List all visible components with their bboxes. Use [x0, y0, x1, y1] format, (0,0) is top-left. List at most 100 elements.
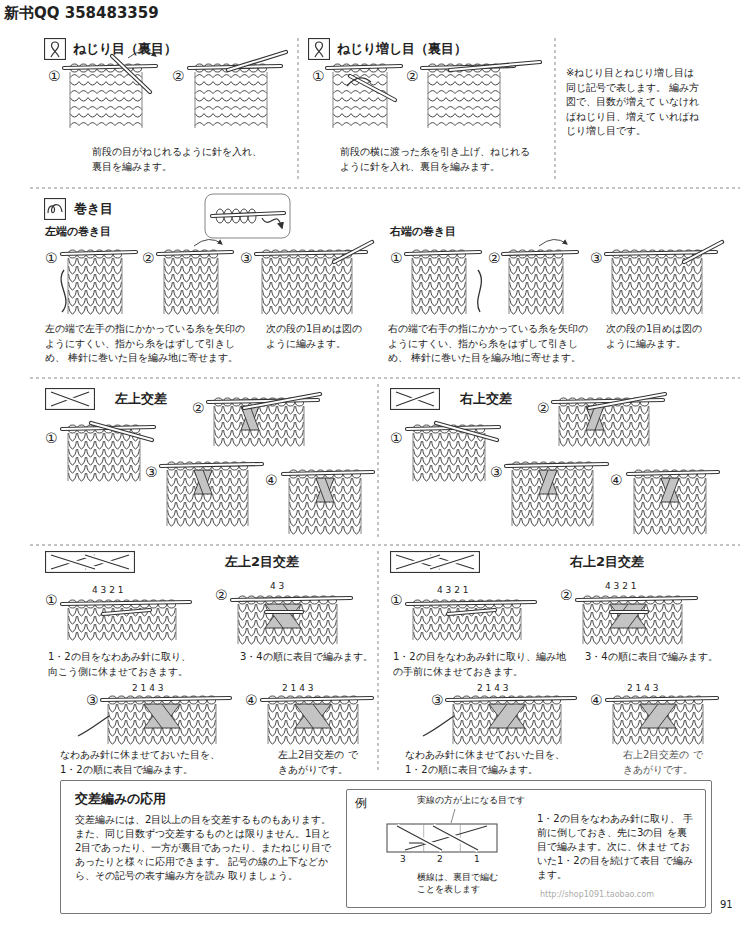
knitting-needle	[244, 394, 320, 408]
knit-fabric	[164, 258, 218, 314]
knitting-needle	[436, 423, 497, 440]
knitting-needle	[158, 252, 232, 254]
knitting-needle	[684, 242, 722, 262]
symbol-frame	[46, 552, 135, 573]
section-title: ねじり目（裏目）	[73, 40, 177, 58]
section-heading: 巻き目	[44, 198, 113, 220]
step-number: ①	[45, 248, 58, 268]
cross-line-halo	[430, 555, 474, 569]
knitting-needle	[62, 602, 190, 604]
knitting-needle	[208, 400, 318, 402]
step-number: ②	[142, 248, 155, 268]
stitch-illustration	[78, 696, 230, 744]
symbol-frame	[391, 389, 440, 410]
stitch-illustration	[232, 596, 351, 644]
body-text: 1・2の目をなわあみ針に取り、 手前に倒しておき、先に3の目 を裏目で編みます。…	[537, 812, 695, 882]
arrow	[194, 239, 222, 246]
crossed-stitch	[489, 704, 525, 728]
knitting-needle	[553, 400, 663, 402]
fabric-edge	[428, 72, 500, 128]
crossed-stitch	[539, 470, 557, 494]
knit-fabric	[634, 478, 706, 534]
knit-stitches	[414, 608, 521, 640]
section-heading: 右上交差	[390, 388, 512, 410]
knitting-needle	[334, 242, 372, 262]
note-text: ※ねじり目とねじり増し目は 同じ記号で表します。 編み方図で、目数が増えて いな…	[566, 66, 706, 139]
knitting-needle	[112, 56, 150, 92]
stitch-illustration	[506, 462, 607, 526]
section-title: ねじり増し目（裏目）	[337, 40, 467, 58]
step-number: ①	[48, 66, 61, 86]
caption-text: 右の端で右手の指にかかっている糸を矢印の ようにすくい、指から糸をはずして引きし…	[388, 322, 594, 366]
crossed-stitch	[194, 470, 212, 494]
cross-line	[51, 555, 95, 569]
symbol-frame	[309, 39, 330, 60]
leader-line	[451, 809, 455, 823]
knit-fabric	[268, 704, 358, 744]
knitting-needle	[450, 62, 540, 70]
caption-text: 前段の横に渡った糸を引き上げ、ねじれる ように針を入れ、裏目を編みます。	[340, 145, 536, 174]
knit-stitches	[165, 258, 218, 314]
knitting-needle	[91, 423, 152, 440]
twist-symbol	[315, 42, 323, 57]
crossed-stitch	[489, 704, 525, 728]
section-title: 左上交差	[115, 390, 167, 408]
stitch-illustration	[189, 52, 286, 128]
step-number: ①	[45, 590, 58, 610]
knitting-needle	[589, 394, 665, 408]
symbol-frame	[45, 199, 66, 220]
knit-stitches	[513, 470, 593, 526]
knitting-needle	[283, 472, 373, 474]
cross-line-halo	[396, 392, 434, 406]
stitch-symbol	[390, 388, 440, 410]
knit-fabric	[613, 704, 703, 744]
stitch-number: 2 1 4 3	[132, 682, 164, 695]
step-number: ④	[590, 690, 603, 710]
knitting-needle	[232, 598, 351, 600]
caption-text: 前段の目がねじれるように針を入れ、 裏目を編みます。	[92, 145, 268, 174]
cross-line-halo	[51, 392, 89, 406]
dashed-separator	[555, 38, 556, 180]
stitch-illustration	[262, 696, 372, 744]
stitch-illustration	[61, 250, 136, 314]
dashed-separator	[378, 551, 379, 772]
knitting-needle	[506, 464, 607, 466]
stitch-number: 4 3 2 1	[437, 584, 469, 597]
knitting-needle	[91, 423, 152, 440]
knitting-needle	[406, 252, 480, 254]
symbol-frame	[46, 389, 95, 410]
cross-line	[51, 392, 89, 406]
knit-stitches	[215, 406, 304, 446]
knit-fabric	[214, 406, 304, 446]
section-heading: ねじり増し目（裏目）	[308, 38, 467, 60]
dashed-separator	[30, 378, 740, 379]
step-number: ④	[265, 470, 278, 490]
knitting-needle	[448, 610, 495, 614]
knit-stitches	[428, 75, 500, 126]
section-title: 巻き目	[74, 200, 113, 218]
knitting-needle	[62, 252, 136, 254]
fabric-edge	[413, 433, 485, 481]
knit-stitches	[635, 478, 706, 534]
knit-fabric	[512, 470, 593, 526]
yarn	[478, 270, 482, 312]
knit-stitches	[584, 604, 682, 644]
knitting-needle	[503, 252, 577, 254]
knit-stitches	[614, 704, 703, 744]
crossed-stitch	[640, 704, 676, 728]
stitch-illustration	[256, 242, 372, 314]
dashed-separator	[378, 384, 379, 540]
knitting-needle	[611, 611, 647, 613]
knit-fabric	[195, 72, 267, 128]
knit-fabric	[68, 433, 140, 481]
knit-stitches	[413, 258, 466, 314]
fabric-edge	[509, 258, 563, 314]
inset-frame	[205, 194, 290, 238]
fabric-edge	[68, 608, 176, 640]
caption-text: 左上2目交差の できあがりです。	[278, 748, 358, 777]
crossed-stitch	[295, 704, 331, 728]
caption-text: 3・4の順に表目で編みます。	[585, 650, 725, 665]
knit-fabric	[428, 72, 500, 128]
caption-text: なわあみ針に休ませておいた目を、 1・2の順に表目で編みます。	[405, 748, 571, 777]
knit-stitches	[454, 704, 561, 744]
